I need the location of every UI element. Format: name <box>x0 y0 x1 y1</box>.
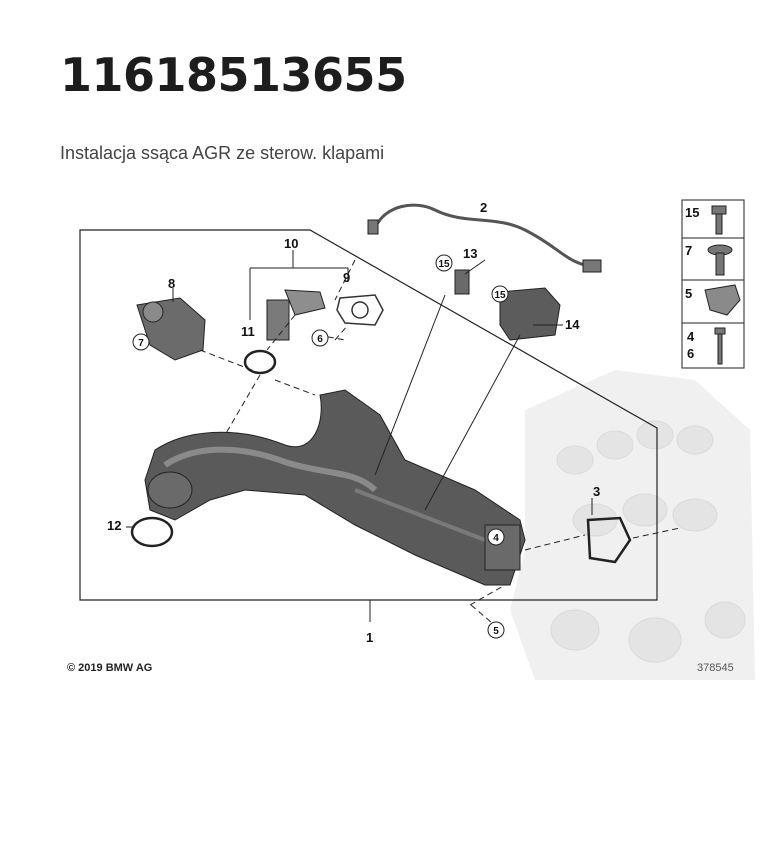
o-ring-11 <box>243 349 277 375</box>
callout-2: 2 <box>480 200 487 215</box>
sensor-cable <box>367 203 602 273</box>
callout-15-circled-b: 15 <box>494 290 506 301</box>
callout-7-circled: 7 <box>138 338 144 349</box>
bolt-icon <box>707 244 733 276</box>
callout-14: 14 <box>565 317 580 332</box>
pressure-sensor <box>454 269 470 295</box>
legend-label-15: 15 <box>685 205 699 220</box>
callout-4-circled: 4 <box>493 533 499 544</box>
o-ring-12 <box>130 516 174 548</box>
legend-label-7: 7 <box>685 243 692 258</box>
diagram-id: 378545 <box>697 662 734 674</box>
fastener-legend: 15 7 5 4 6 <box>681 199 745 369</box>
leader-lines <box>126 250 593 622</box>
copyright-notice: © 2019 BMW AG <box>67 662 153 674</box>
legend-label-4: 4 <box>687 329 695 344</box>
intake-manifold <box>144 389 526 586</box>
callout-15-circled-a: 15 <box>438 259 450 270</box>
callout-8: 8 <box>168 276 175 291</box>
assembly-frame <box>79 229 658 601</box>
callout-11: 11 <box>241 324 255 339</box>
circled-callouts: 7 6 15 15 4 5 <box>132 254 509 639</box>
exploded-parts-diagram: 1 2 3 8 9 10 11 12 13 14 7 6 15 15 4 5 1… <box>79 199 755 680</box>
legend-label-6: 6 <box>687 346 694 361</box>
engine-block-background <box>510 370 755 680</box>
callout-6-circled: 6 <box>317 334 323 345</box>
throttle-housing <box>136 297 206 361</box>
flap-actuator <box>499 287 561 341</box>
callout-3: 3 <box>593 484 600 499</box>
stud-icon <box>714 327 726 365</box>
legend-label-5: 5 <box>685 286 692 301</box>
part-number-title: 11618513655 <box>60 48 407 102</box>
dashed-assembly-lines <box>199 259 681 623</box>
callout-10: 10 <box>284 236 298 251</box>
egr-valve <box>266 289 326 341</box>
part-description: Instalacja ssąca AGR ze sterow. klapami <box>60 143 385 163</box>
callout-1: 1 <box>366 630 373 645</box>
callout-13: 13 <box>463 246 477 261</box>
clip-icon <box>704 284 741 316</box>
callout-numbers: 1 2 3 8 9 10 11 12 13 14 <box>107 200 600 645</box>
screw-icon <box>711 205 727 235</box>
callout-9: 9 <box>343 270 350 285</box>
gasket-3 <box>586 516 632 564</box>
callout-5-circled: 5 <box>493 626 499 637</box>
valve-gasket <box>336 294 384 326</box>
callout-12: 12 <box>107 518 121 533</box>
